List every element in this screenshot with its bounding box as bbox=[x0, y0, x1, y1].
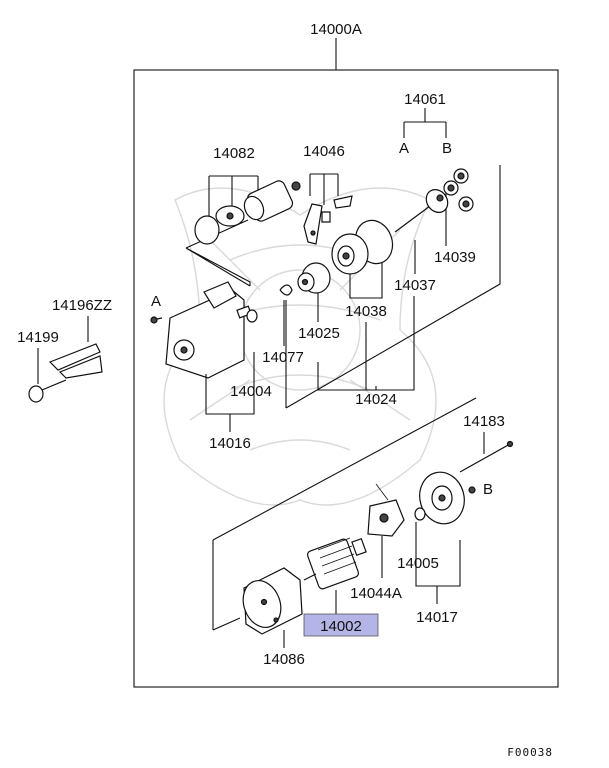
bolt-14199[interactable] bbox=[28, 379, 67, 403]
bushing-14005 bbox=[414, 507, 426, 521]
label-14183[interactable]: 14183 bbox=[463, 413, 505, 430]
label-14077[interactable]: 14077 bbox=[262, 349, 304, 366]
label-14082[interactable]: 14082 bbox=[213, 145, 255, 162]
bracket-plate[interactable] bbox=[48, 343, 103, 379]
yoke-housing[interactable] bbox=[237, 567, 303, 635]
label-14000a-text[interactable]: 14000A bbox=[310, 21, 362, 38]
rear-end-cover[interactable] bbox=[414, 467, 470, 529]
planetary-shaft[interactable] bbox=[394, 185, 452, 233]
label-14044a[interactable]: 14044A bbox=[350, 585, 402, 602]
ref-label-a[interactable]: A bbox=[151, 293, 161, 310]
front-housing[interactable] bbox=[165, 281, 258, 379]
label-14037[interactable]: 14037 bbox=[394, 277, 436, 294]
label-14017[interactable]: 14017 bbox=[416, 609, 458, 626]
ref-a-screw bbox=[150, 316, 163, 324]
highlight-14002[interactable] bbox=[303, 613, 379, 637]
armature[interactable] bbox=[303, 537, 367, 590]
label-14061[interactable]: 14061 bbox=[404, 91, 446, 108]
clutch-housing[interactable] bbox=[331, 215, 398, 275]
label-14025[interactable]: 14025 bbox=[298, 325, 340, 342]
label-14039[interactable]: 14039 bbox=[434, 249, 476, 266]
label-14024[interactable]: 14024 bbox=[355, 391, 397, 408]
assembly-frame bbox=[133, 69, 559, 688]
planetary-gears[interactable] bbox=[443, 168, 474, 212]
label-14061-b[interactable]: B bbox=[442, 140, 452, 157]
label-14086[interactable]: 14086 bbox=[263, 651, 305, 668]
through-bolt[interactable] bbox=[459, 440, 514, 473]
figure-code: F00038 bbox=[507, 746, 553, 759]
label-14016[interactable]: 14016 bbox=[209, 435, 251, 452]
label-14038[interactable]: 14038 bbox=[345, 303, 387, 320]
label-14002[interactable]: 14002 bbox=[320, 618, 362, 635]
lever-part[interactable] bbox=[303, 195, 353, 245]
pinion-gear[interactable] bbox=[279, 262, 331, 296]
label-14046[interactable]: 14046 bbox=[303, 143, 345, 160]
ref-b-screw bbox=[468, 486, 476, 494]
solenoid-part[interactable] bbox=[194, 179, 301, 245]
label-14199[interactable]: 14199 bbox=[17, 329, 59, 346]
label-14196zz[interactable]: 14196ZZ bbox=[52, 297, 112, 314]
lower-subassembly-outline bbox=[212, 397, 477, 631]
label-14061-a[interactable]: A bbox=[399, 140, 409, 157]
label-14004[interactable]: 14004 bbox=[230, 383, 272, 400]
label-14005[interactable]: 14005 bbox=[397, 555, 439, 572]
ref-label-b[interactable]: B bbox=[483, 481, 493, 498]
brush-holder[interactable] bbox=[367, 483, 405, 537]
